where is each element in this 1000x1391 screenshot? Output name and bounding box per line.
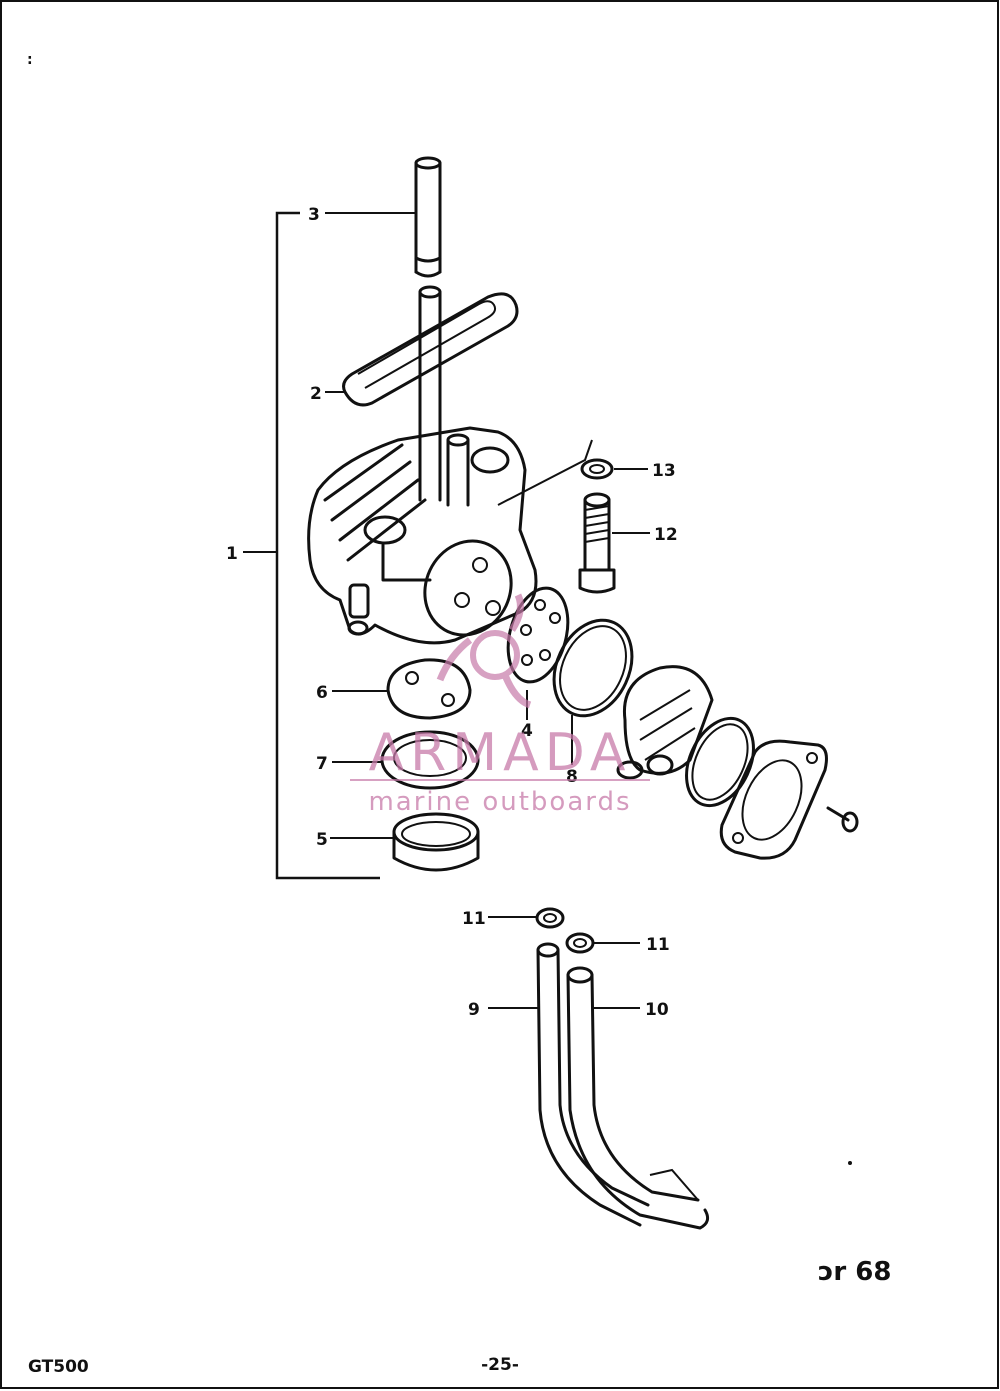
- callout-8: 8: [566, 767, 578, 787]
- watermark-brand: ARMADA: [369, 723, 632, 783]
- part-11-clip-right: [565, 932, 640, 954]
- callout-9: 9: [468, 1000, 480, 1020]
- watermark-tagline: marine outboards: [368, 787, 631, 817]
- callout-2: 2: [310, 384, 322, 404]
- part-12-bolt: [578, 492, 650, 594]
- footer-page-number: -25-: [481, 1355, 519, 1375]
- callout-11-left: 11: [462, 909, 486, 929]
- cover-o-ring: [685, 716, 755, 808]
- figure-code: ᴐr 68: [818, 1257, 891, 1287]
- part-9-hose: [488, 942, 650, 1227]
- watermark: ARMADA marine outboards: [350, 593, 650, 817]
- callout-5: 5: [316, 830, 328, 850]
- callout-7: 7: [316, 754, 328, 774]
- speck-mark: [848, 1161, 852, 1165]
- part-7-gasket-ring: [332, 730, 480, 790]
- part-8-o-ring: [552, 618, 634, 765]
- part-11-clip-left: [488, 907, 565, 929]
- assembly-bracket: [243, 211, 380, 880]
- watermark-propeller-icon: [436, 593, 532, 709]
- part-6-plate: [332, 658, 472, 720]
- fuel-cock-body: [307, 426, 593, 645]
- footer-model: GT500: [28, 1357, 89, 1377]
- part-3-filter-pipe: [414, 156, 442, 278]
- cover-plate: [719, 739, 828, 860]
- callout-11-right: 11: [646, 935, 670, 955]
- callout-13: 13: [652, 461, 676, 481]
- callout-6: 6: [316, 683, 328, 703]
- part-2-gasket: [342, 285, 519, 502]
- corner-mark: :: [27, 52, 33, 68]
- part-5-cup: [330, 812, 480, 872]
- callout-3: 3: [308, 205, 320, 225]
- callout-4: 4: [521, 721, 533, 741]
- callout-12: 12: [654, 525, 678, 545]
- callout-1: 1: [226, 544, 238, 564]
- cover-screw: [826, 806, 859, 833]
- callout-10: 10: [645, 1000, 669, 1020]
- part-10-hose: [566, 966, 710, 1230]
- part-13-washer: [580, 458, 648, 480]
- lever-knob: [616, 665, 714, 780]
